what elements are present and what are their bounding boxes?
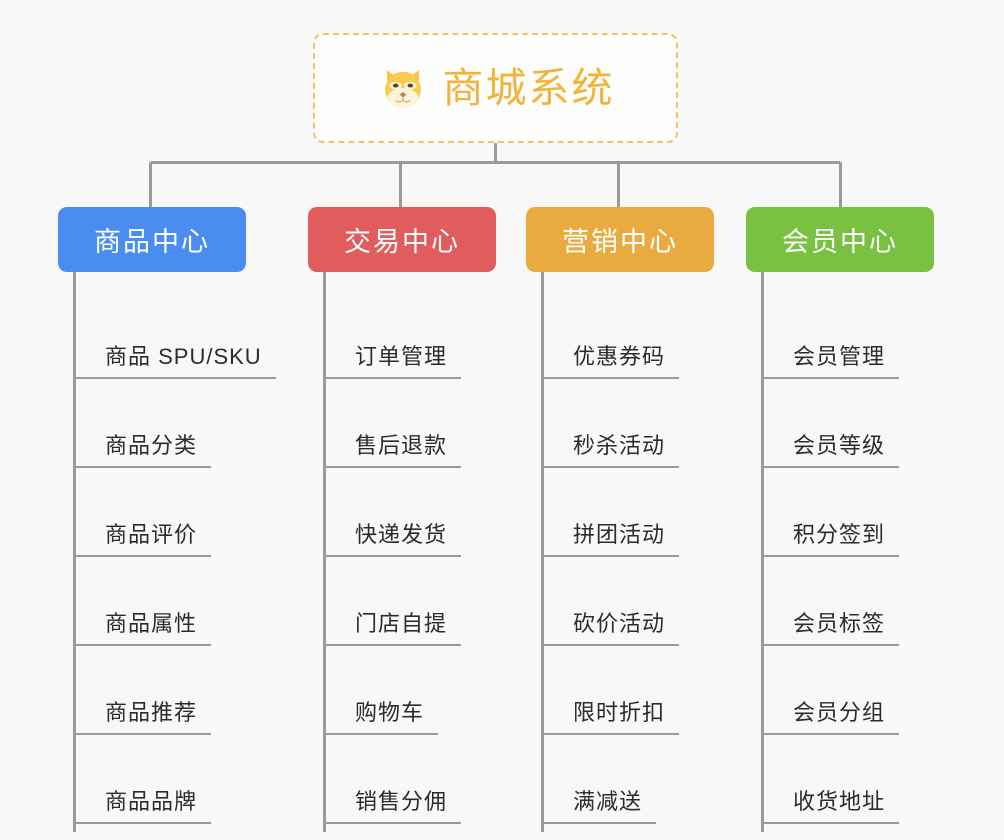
list-item[interactable]: 积分签到	[761, 468, 934, 557]
list-item[interactable]: 优惠券码	[541, 290, 714, 379]
leaf-label: 订单管理	[355, 344, 448, 369]
list-item[interactable]: 售后退款	[323, 379, 496, 468]
branch-header-product[interactable]: 商品中心	[58, 207, 246, 272]
leaf-label: 积分签到	[793, 522, 886, 547]
branch-header-member[interactable]: 会员中心	[746, 207, 934, 272]
branch-column-product: 商品中心 商品 SPU/SKU 商品分类 商品评价 商品属性 商品推荐	[58, 207, 276, 832]
leaf-label: 会员等级	[793, 433, 886, 458]
list-item[interactable]: 商品品牌	[73, 735, 246, 824]
leaf-list-product: 商品 SPU/SKU 商品分类 商品评价 商品属性 商品推荐 商品品牌	[58, 272, 276, 832]
leaf-label: 秒杀活动	[573, 433, 666, 458]
root-title: 商城系统	[442, 64, 615, 111]
leaf-label: 商品 SPU/SKU	[105, 344, 262, 369]
leaf-label: 购物车	[355, 700, 425, 725]
leaf-label: 商品分类	[105, 433, 198, 458]
leaf-label: 门店自提	[355, 611, 448, 636]
root-node[interactable]: 商城系统	[313, 33, 678, 143]
list-item[interactable]: 会员管理	[761, 290, 934, 379]
leaf-label: 商品品牌	[105, 789, 198, 814]
trunk-line	[323, 272, 326, 832]
trunk-line	[761, 272, 764, 832]
branch-header-trade[interactable]: 交易中心	[308, 207, 496, 272]
branch-header-label: 交易中心	[344, 227, 460, 257]
leaf-label: 拼团活动	[573, 522, 666, 547]
leaf-list-marketing: 优惠券码 秒杀活动 拼团活动 砍价活动 限时折扣 满减送	[526, 272, 714, 832]
list-item[interactable]: 满减送	[541, 735, 714, 824]
leaf-label: 商品推荐	[105, 700, 198, 725]
list-item[interactable]: 订单管理	[323, 290, 496, 379]
list-item[interactable]: 限时折扣	[541, 646, 714, 735]
trunk-line	[541, 272, 544, 832]
list-item[interactable]: 销售分佣	[323, 735, 496, 824]
list-item[interactable]: 商品属性	[73, 557, 246, 646]
branch-column-member: 会员中心 会员管理 会员等级 积分签到 会员标签 会员分组	[746, 207, 934, 832]
leaf-label: 商品属性	[105, 611, 198, 636]
leaf-list-member: 会员管理 会员等级 积分签到 会员标签 会员分组 收货地址	[746, 272, 934, 832]
list-item[interactable]: 秒杀活动	[541, 379, 714, 468]
trunk-line	[73, 272, 76, 832]
leaf-label: 砍价活动	[573, 611, 666, 636]
shiba-dog-face-icon	[384, 70, 421, 108]
leaf-label: 销售分佣	[355, 789, 448, 814]
branch-header-label: 会员中心	[782, 227, 898, 257]
list-item[interactable]: 收货地址	[761, 735, 934, 824]
leaf-label: 售后退款	[355, 433, 448, 458]
leaf-label: 会员管理	[793, 344, 886, 369]
leaf-label: 满减送	[573, 789, 643, 814]
list-item[interactable]: 商品分类	[73, 379, 246, 468]
list-item[interactable]: 门店自提	[323, 557, 496, 646]
list-item[interactable]: 购物车	[323, 646, 496, 735]
list-item[interactable]: 会员分组	[761, 646, 934, 735]
leaf-label: 会员标签	[793, 611, 886, 636]
leaf-label: 限时折扣	[573, 700, 666, 725]
list-item[interactable]: 商品 SPU/SKU	[73, 290, 276, 379]
leaf-label: 优惠券码	[573, 344, 666, 369]
branch-header-label: 营销中心	[562, 227, 678, 257]
leaf-label: 快递发货	[355, 522, 448, 547]
list-item[interactable]: 拼团活动	[541, 468, 714, 557]
list-item[interactable]: 商品推荐	[73, 646, 246, 735]
leaf-label: 商品评价	[105, 522, 198, 547]
branch-column-marketing: 营销中心 优惠券码 秒杀活动 拼团活动 砍价活动 限时折扣	[526, 207, 714, 832]
list-item[interactable]: 会员等级	[761, 379, 934, 468]
list-item[interactable]: 砍价活动	[541, 557, 714, 646]
branch-header-marketing[interactable]: 营销中心	[526, 207, 714, 272]
list-item[interactable]: 快递发货	[323, 468, 496, 557]
branch-header-label: 商品中心	[94, 227, 210, 257]
leaf-list-trade: 订单管理 售后退款 快递发货 门店自提 购物车 销售分佣	[308, 272, 496, 832]
leaf-label: 收货地址	[793, 789, 886, 814]
list-item[interactable]: 会员标签	[761, 557, 934, 646]
leaf-label: 会员分组	[793, 700, 886, 725]
list-item[interactable]: 商品评价	[73, 468, 246, 557]
branch-column-trade: 交易中心 订单管理 售后退款 快递发货 门店自提 购物车	[308, 207, 496, 832]
